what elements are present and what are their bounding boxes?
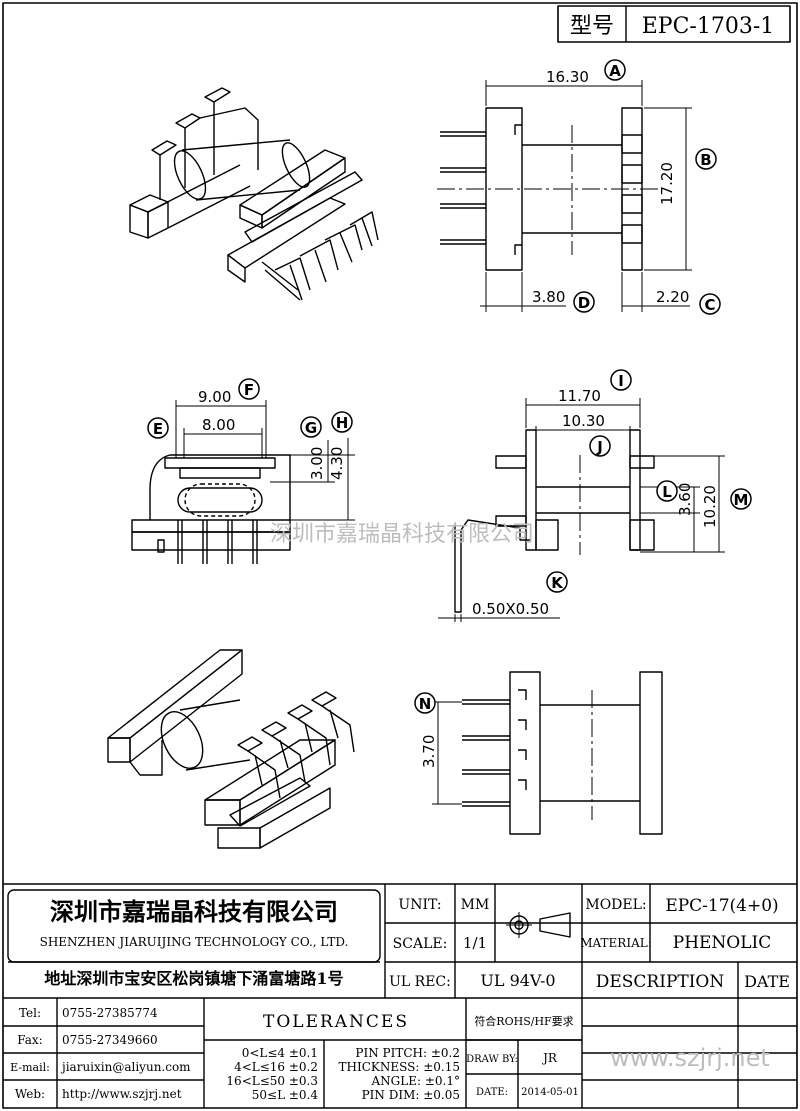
dim-f-value: 9.00 [198,388,231,406]
tol-row-4: 50≤L ±0.4 [252,1088,319,1102]
model-label: 型号 [570,14,614,39]
svg-text:N: N [419,695,432,713]
tolerances-title: TOLERANCES [263,1012,409,1032]
ul-label: UL REC: [389,974,451,990]
callout-d: D [573,291,595,313]
callout-g: G [300,416,322,438]
dimension-callouts: A B C D E F G H I J K L M N [147,59,752,714]
svg-text:D: D [578,294,590,312]
date-label: DATE: [476,1087,508,1098]
callout-m: M [730,488,752,510]
callout-f: F [238,378,260,400]
ul-value: UL 94V-0 [480,971,555,990]
web-label: Web: [15,1087,45,1101]
svg-text:B: B [700,151,711,169]
draw-by-value: JR [541,1051,558,1065]
isometric-view-bottom [107,649,355,849]
svg-text:J: J [596,438,603,456]
dim-k-value: 0.50X0.50 [472,600,549,618]
callout-b: B [695,148,717,170]
callout-n: N [414,692,436,714]
dim-d-value: 3.80 [532,288,565,306]
callout-c: C [699,293,721,315]
dim-i-value: 11.70 [558,387,601,405]
dim-m-value: 10.20 [701,485,719,528]
top-view [437,80,692,312]
dim-a-value: 16.30 [546,68,589,86]
dim-n-value: 3.70 [420,735,438,768]
company-name-cn: 深圳市嘉瑞晶科技有限公司 [50,897,338,926]
callout-e: E [147,417,169,439]
title-block: 深圳市嘉瑞晶科技有限公司 SHENZHEN JIARUIJING TECHNOL… [3,883,797,1108]
date-value: 2014-05-01 [521,1087,579,1098]
dim-j-value: 10.30 [562,412,605,430]
callout-i: I [610,369,632,391]
material-value: PHENOLIC [673,933,772,953]
dim-h-value: 4.30 [328,447,346,480]
pin-row-1: PIN PITCH: ±0.2 [355,1046,460,1060]
callout-l: L [656,480,678,502]
bottom-view [432,671,663,835]
svg-text:F: F [244,381,254,399]
rohs-note: 符合ROHS/HF要求 [474,1014,573,1028]
svg-text:E: E [153,420,163,438]
model-number: EPC-1703-1 [642,14,775,39]
tol-row-1: 0<L≤4 ±0.1 [242,1046,318,1060]
model-box: 型号 EPC-1703-1 [557,5,791,43]
svg-text:K: K [551,574,564,592]
unit-value: MM [461,897,490,913]
svg-text:L: L [662,483,672,501]
svg-text:A: A [609,62,621,80]
fax-label: Fax: [17,1033,42,1047]
svg-text:H: H [336,414,349,432]
model-field-value: EPC-17(4+0) [665,896,778,916]
web-value[interactable]: http://www.szjrj.net [62,1087,182,1101]
company-name-en: SHENZHEN JIARUIJING TECHNOLOGY CO., LTD. [40,935,349,949]
site-watermark: www.szjrj.net [610,1044,770,1072]
tel-label: Tel: [19,1006,41,1020]
scale-label: SCALE: [393,936,448,952]
dim-c-value: 2.20 [656,288,689,306]
callout-h: H [331,411,353,433]
description-header: DESCRIPTION [596,972,725,992]
draw-by-label: DRAW BY: [466,1054,518,1065]
svg-text:G: G [305,419,317,437]
side-view [438,398,725,622]
model-field-label: MODEL: [585,897,646,913]
scale-value: 1/1 [463,934,487,952]
svg-text:M: M [734,491,749,509]
watermark-text: 深圳市嘉瑞晶科技有限公司 [270,522,534,547]
pin-row-4: PIN DIM: ±0.05 [362,1088,460,1102]
callout-a: A [604,59,626,81]
dim-b-value: 17.20 [658,162,676,205]
dim-f-inner-value: 8.00 [202,416,235,434]
projection-symbol-icon [506,912,571,938]
svg-text:C: C [704,296,715,314]
email-value[interactable]: jiaruixin@aliyun.com [60,1060,191,1074]
callout-k: K [546,571,568,593]
svg-text:I: I [618,372,624,390]
dim-g-value: 3.00 [308,447,326,480]
tol-row-3: 16<L≤50 ±0.3 [226,1074,318,1088]
material-label: MATERIAL: [580,936,652,950]
pin-row-2: THICKNESS: ±0.15 [339,1060,460,1074]
dimension-labels: 16.30 17.20 3.80 2.20 9.00 8.00 3.00 4.3… [198,68,719,768]
tol-row-2: 4<L≤16 ±0.2 [234,1060,318,1074]
callout-j: J [589,435,611,457]
fax-value: 0755-27349660 [62,1033,158,1047]
isometric-view-top [129,87,379,301]
dim-l-value: 3.60 [676,483,694,516]
email-label: E-mail: [10,1061,50,1074]
tel-value: 0755-27385774 [62,1006,158,1020]
pin-row-3: ANGLE: ±0.1° [371,1074,460,1088]
front-view [131,400,355,564]
date-header: DATE [744,972,790,991]
unit-label: UNIT: [398,897,441,913]
company-address: 地址深圳市宝安区松岗镇塘下涌富塘路1号 [44,969,343,988]
